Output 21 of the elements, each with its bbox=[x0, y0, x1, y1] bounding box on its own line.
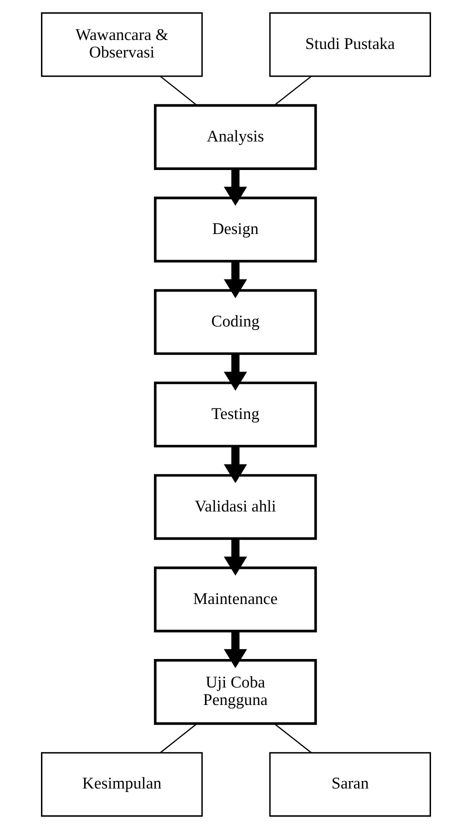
arrow bbox=[223, 168, 247, 206]
node-box: Validasi ahli bbox=[153, 474, 316, 540]
node-box: Studi Pustaka bbox=[268, 12, 431, 77]
node-box: Testing bbox=[153, 382, 316, 448]
node-box: Analysis bbox=[153, 104, 316, 170]
node-box: Coding bbox=[153, 289, 316, 355]
connector bbox=[273, 723, 312, 754]
node-box: Kesimpulan bbox=[40, 752, 202, 817]
arrow bbox=[223, 631, 247, 668]
connector bbox=[273, 76, 312, 106]
arrow bbox=[223, 446, 247, 484]
node-box: Maintenance bbox=[153, 566, 316, 632]
node-box: Saran bbox=[268, 752, 431, 817]
connector bbox=[159, 723, 197, 754]
arrow bbox=[223, 261, 247, 298]
node-box: Wawancara & Observasi bbox=[40, 12, 202, 77]
node-box: Design bbox=[153, 196, 316, 262]
arrow bbox=[223, 354, 247, 391]
arrow bbox=[223, 538, 247, 576]
connector bbox=[159, 76, 197, 106]
node-box: Uji Coba Pengguna bbox=[153, 659, 316, 725]
